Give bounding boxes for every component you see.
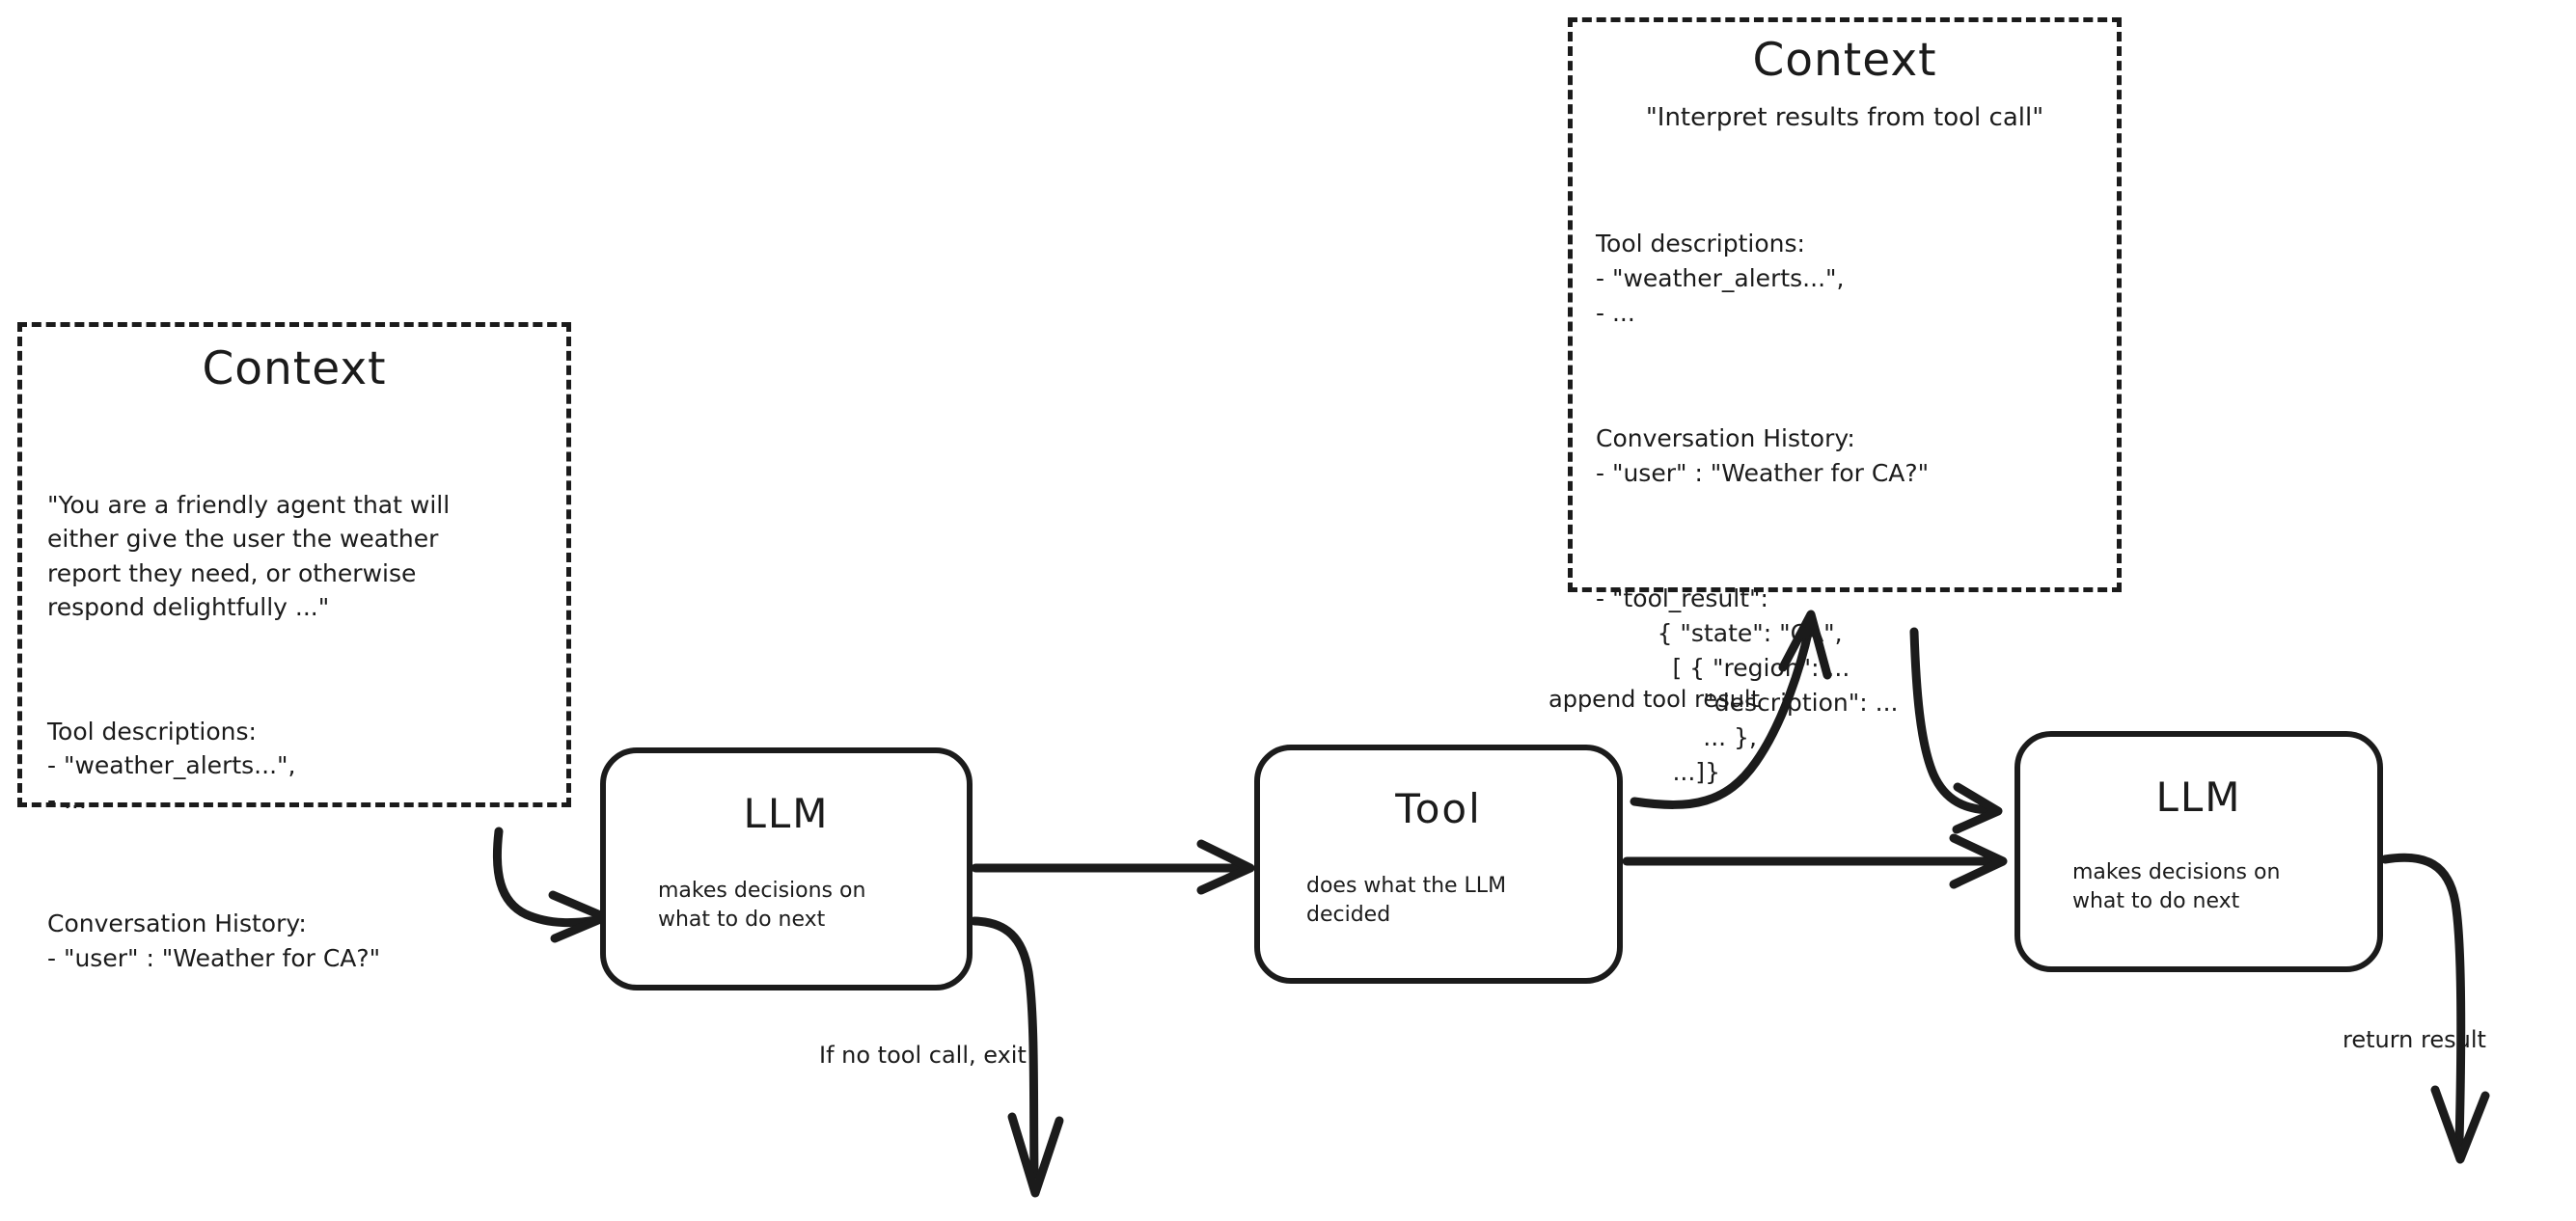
edge-llm2-return — [2380, 853, 2466, 1148]
context-right-conversation-history: Conversation History: - "user" : "Weathe… — [1596, 423, 1930, 487]
node-llm-first-title: LLM — [743, 790, 830, 837]
edge-label-if-no-tool-call: If no tool call, exit — [819, 1042, 1027, 1069]
context-left-system-prompt: "You are a friendly agent that will eith… — [47, 490, 451, 622]
node-tool-subtitle: does what the LLM decided — [1306, 874, 1507, 927]
context-right-tool-descriptions: Tool descriptions: - "weather_alerts..."… — [1596, 229, 1845, 327]
context-left-title: Context — [202, 342, 387, 395]
arrowhead-llm1-exit — [1007, 1112, 1064, 1198]
node-llm-second-title: LLM — [2155, 773, 2242, 821]
node-llm-second[interactable]: LLM makes decisions on what to do next — [2014, 731, 2383, 972]
edge-label-return-result: return result — [2343, 1026, 2486, 1053]
node-llm-first-subtitle: makes decisions on what to do next — [658, 879, 866, 932]
context-left-conversation-history: Conversation History: - "user" : "Weathe… — [47, 909, 381, 972]
context-box-initial: Context "You are a friendly agent that w… — [17, 322, 571, 972]
node-tool[interactable]: Tool does what the LLM decided — [1254, 745, 1623, 984]
node-llm-first[interactable]: LLM makes decisions on what to do next — [600, 747, 973, 990]
arrowhead-llm2-return — [2430, 1085, 2490, 1164]
node-tool-title: Tool — [1395, 785, 1482, 832]
context-box-after-tool: Context "Interpret results from tool cal… — [1568, 17, 2122, 786]
edge-label-append-tool-result: append tool result — [1548, 686, 1760, 713]
context-right-subtitle: "Interpret results from tool call" — [1645, 102, 2044, 132]
context-left-body: "You are a friendly agent that will eith… — [47, 420, 541, 1045]
context-right-title: Context — [1752, 34, 1937, 87]
arrowhead-llm1-to-tool — [1196, 839, 1255, 895]
arrowhead-context-to-llm1 — [548, 890, 610, 943]
node-llm-second-subtitle: makes decisions on what to do next — [2072, 860, 2281, 913]
context-right-body: Tool descriptions: - "weather_alerts..."… — [1596, 157, 2094, 859]
context-left-tool-descriptions: Tool descriptions: - "weather_alerts..."… — [47, 717, 296, 814]
context-right-tool-result: - "tool_result": { "state": "CA", [ { "r… — [1596, 583, 1899, 786]
